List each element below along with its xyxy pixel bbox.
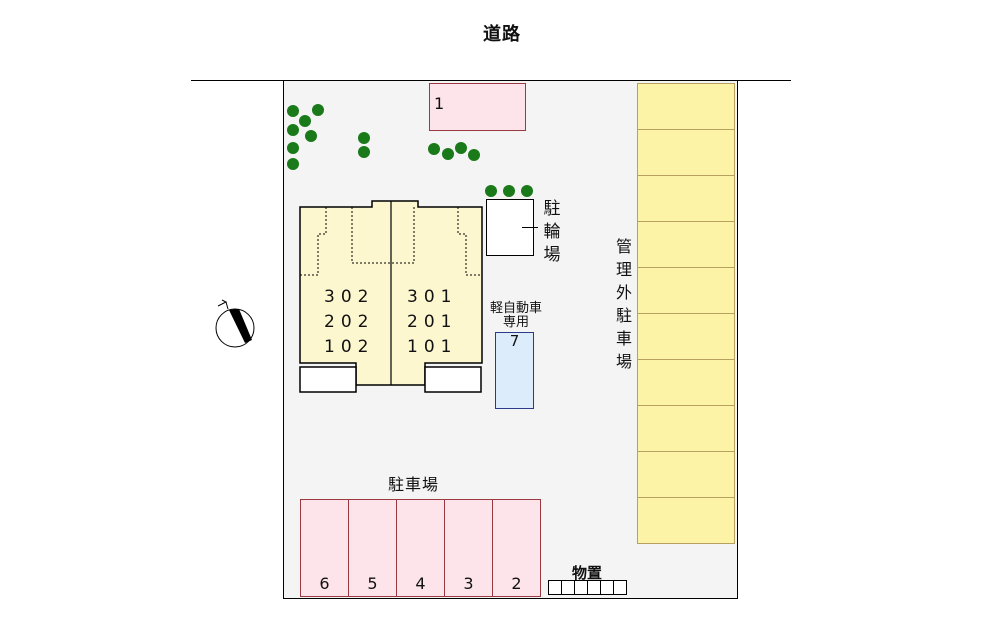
slot-number: 2: [511, 574, 522, 593]
slot-number: 7: [509, 332, 520, 350]
north-arrow-icon: [215, 299, 255, 348]
bicycle-leader-line: [522, 227, 538, 228]
tree-icon: [299, 115, 311, 127]
external-parking-slot[interactable]: [637, 405, 735, 452]
external-parking-slot[interactable]: [637, 221, 735, 268]
external-parking-slot[interactable]: [637, 451, 735, 498]
unit-301[interactable]: 301: [407, 287, 458, 307]
parking-slot-2[interactable]: 2: [492, 499, 541, 597]
tree-icon: [287, 158, 299, 170]
tree-icon: [305, 130, 317, 142]
storage-cell: [548, 580, 562, 595]
units-left-column: 302 202 102: [324, 285, 374, 360]
storage-cell: [613, 580, 627, 595]
slot-number: 1: [434, 94, 445, 113]
external-parking-slot[interactable]: [637, 129, 735, 176]
unit-102[interactable]: 102: [324, 337, 375, 357]
storage-units: [548, 580, 627, 595]
unit-302[interactable]: 302: [324, 287, 375, 307]
storage-cell: [574, 580, 588, 595]
slot-number: 3: [463, 574, 474, 593]
external-parking-label: 管 理 外 駐 車 場: [615, 237, 632, 371]
kei-car-label: 軽自動車 専用: [489, 301, 542, 330]
parking-slot-1[interactable]: 1: [429, 83, 526, 131]
slot-number: 5: [367, 574, 378, 593]
external-parking-column: [637, 83, 735, 544]
tree-icon: [358, 132, 370, 144]
unit-101[interactable]: 101: [407, 337, 458, 357]
slot-number: 4: [415, 574, 426, 593]
storage-cell: [561, 580, 575, 595]
storage-label: 物置: [572, 564, 603, 582]
parking-slot-4[interactable]: 4: [396, 499, 445, 597]
parking-slot-5[interactable]: 5: [348, 499, 397, 597]
tree-icon: [468, 149, 480, 161]
storage-cell: [600, 580, 614, 595]
parking-slot-6[interactable]: 6: [300, 499, 349, 597]
external-parking-slot[interactable]: [637, 359, 735, 406]
external-parking-slot[interactable]: [637, 267, 735, 314]
main-parking-row: 6 5 4 3 2: [300, 499, 541, 597]
unit-201[interactable]: 201: [407, 312, 458, 332]
external-parking-slot[interactable]: [637, 497, 735, 544]
tree-icon: [521, 185, 533, 197]
tree-icon: [287, 105, 299, 117]
external-parking-slot[interactable]: [637, 175, 735, 222]
tree-icon: [442, 148, 454, 160]
tree-icon: [485, 185, 497, 197]
road-edge-line: [191, 80, 791, 81]
external-parking-slot[interactable]: [637, 313, 735, 360]
parking-slot-3[interactable]: 3: [444, 499, 493, 597]
tree-icon: [312, 104, 324, 116]
bicycle-parking-label: 駐 輪 場: [543, 199, 561, 265]
road-label: 道路: [483, 24, 521, 45]
tree-icon: [503, 185, 515, 197]
tree-icon: [455, 142, 467, 154]
slot-number: 6: [319, 574, 330, 593]
external-parking-slot[interactable]: [637, 83, 735, 130]
apartment-building: [299, 200, 483, 393]
units-right-column: 301 201 101: [407, 285, 457, 360]
unit-202[interactable]: 202: [324, 312, 375, 332]
storage-cell: [587, 580, 601, 595]
tree-icon: [358, 146, 370, 158]
tree-icon: [287, 142, 299, 154]
tree-icon: [428, 143, 440, 155]
main-parking-label: 駐車場: [388, 475, 440, 494]
tree-icon: [287, 124, 299, 136]
parking-slot-7[interactable]: 7: [495, 332, 534, 409]
